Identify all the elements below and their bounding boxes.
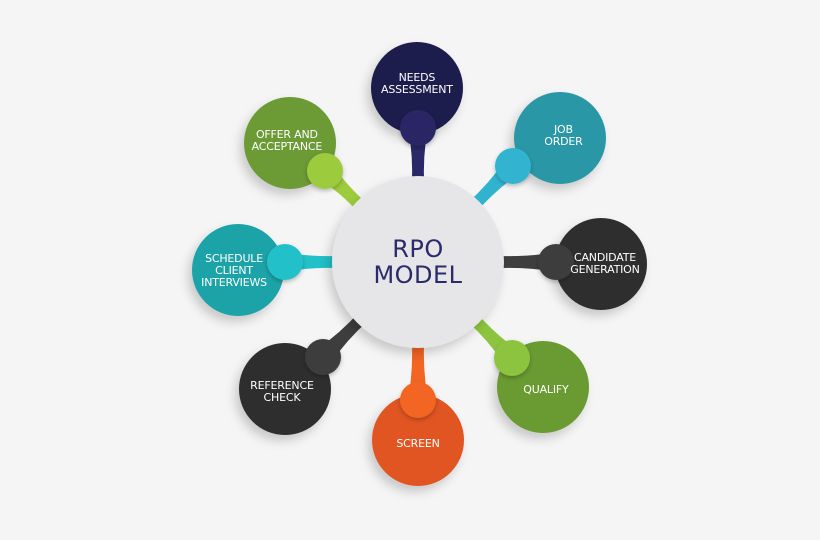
job-order-node	[514, 92, 606, 184]
reference-check-knob	[305, 339, 341, 375]
screen-knob	[400, 382, 436, 418]
schedule-client-interviews-node	[192, 224, 284, 316]
candidate-generation-knob	[538, 244, 574, 280]
candidate-generation-node	[555, 218, 647, 310]
screen-node	[372, 394, 464, 486]
center-hub-circle	[332, 176, 504, 348]
needs-assessment-knob	[400, 110, 436, 146]
nodes	[192, 42, 647, 486]
qualify-knob	[494, 340, 530, 376]
schedule-client-interviews-knob	[267, 244, 303, 280]
offer-and-acceptance-knob	[307, 153, 343, 189]
needs-assessment-node	[371, 42, 463, 134]
job-order-knob	[495, 148, 531, 184]
knobs	[267, 110, 574, 418]
